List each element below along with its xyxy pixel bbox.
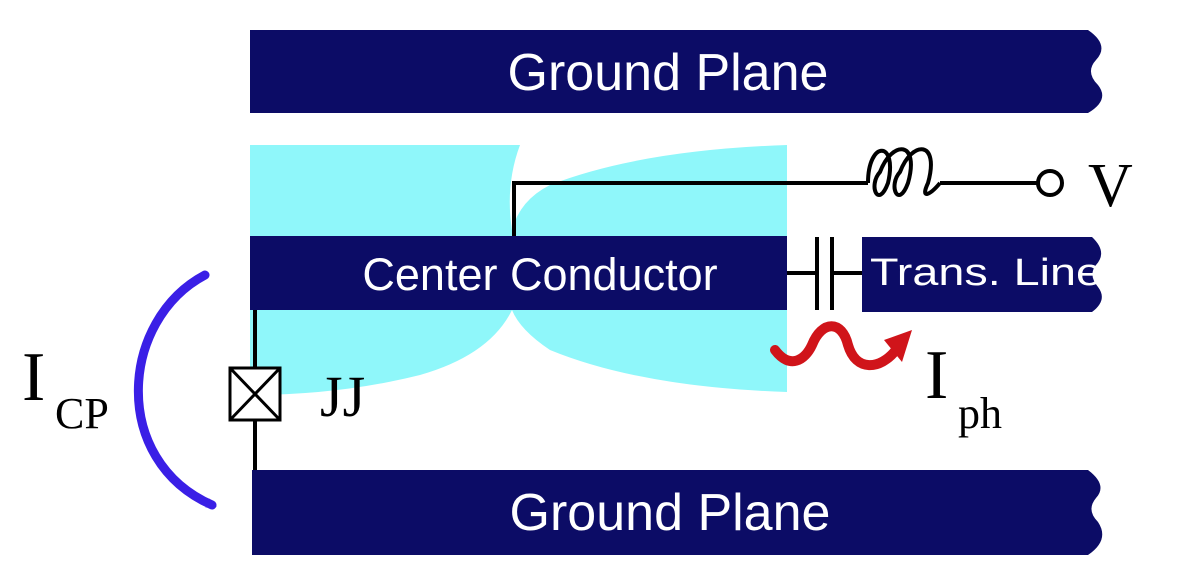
ground-plane-top-label: Ground Plane (508, 44, 829, 102)
josephson-junction-icon (228, 366, 282, 422)
voltage-label: V (1088, 152, 1133, 220)
trans-line-label: Trans. Line (870, 252, 1102, 294)
curved-current-arrow-icon (134, 270, 217, 510)
inductor-coil-icon (866, 147, 942, 198)
center-conductor (250, 236, 787, 310)
bias-line (512, 181, 1040, 236)
trans-line (862, 237, 1102, 312)
capacitor-icon (787, 237, 862, 310)
ground-plane-top (250, 30, 1103, 113)
junction-label: JJ (320, 364, 365, 429)
terminal-circle-icon (1036, 169, 1064, 197)
ground-plane-bottom (252, 470, 1103, 555)
center-conductor-label: Center Conductor (362, 249, 717, 300)
photon-wave-arrow-icon (770, 321, 912, 371)
ground-plane-bottom-label: Ground Plane (510, 484, 831, 542)
